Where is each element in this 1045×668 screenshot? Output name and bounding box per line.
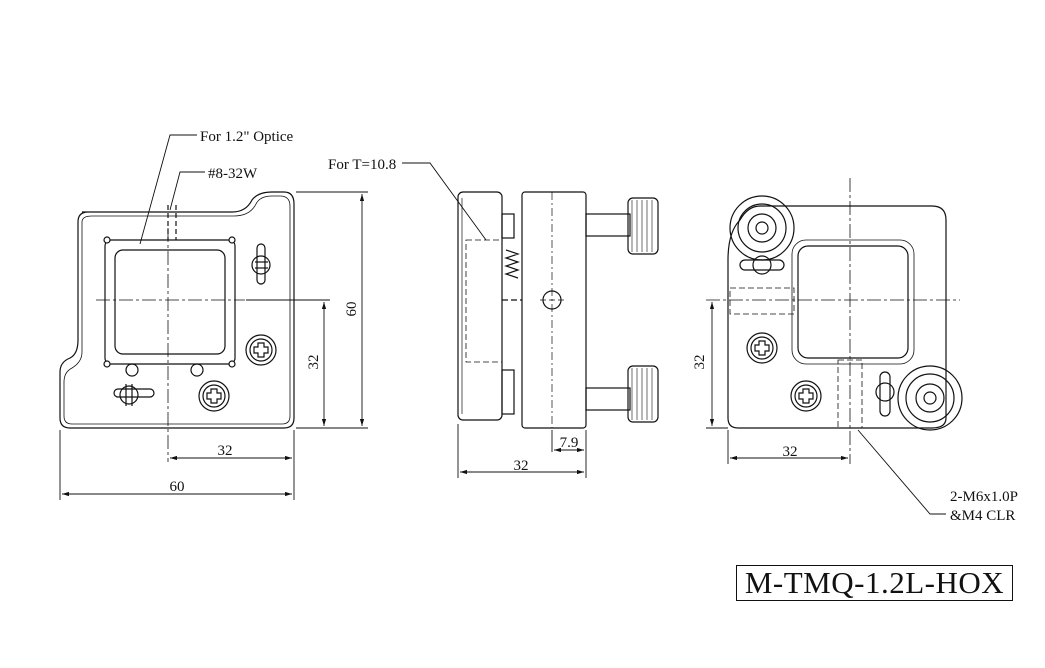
optic-frame: [104, 239, 236, 365]
spring: [504, 249, 520, 279]
label-tap-line1: 2-M6x1.0P: [950, 489, 1018, 505]
adjust-screw-bottom: [119, 385, 139, 405]
back-view: [706, 178, 963, 464]
label-screw: #8-32W: [208, 166, 258, 182]
dim-back-center-h: 32: [783, 444, 798, 460]
side-back-plate: [521, 191, 587, 429]
dim-front-center-v: 32: [306, 355, 322, 370]
side-view: [457, 191, 659, 429]
side-front-plate: [457, 191, 503, 421]
back-knob-bottom: [897, 365, 963, 431]
knob-top: [627, 197, 659, 255]
dim-front-center-h: 32: [218, 443, 233, 459]
dim-front-height: 60: [344, 302, 360, 317]
part-number: M-TMQ-1.2L-HOX: [736, 565, 1013, 601]
side-dimensions: [402, 162, 587, 478]
label-optic: For 1.2" Optice: [200, 129, 294, 145]
label-thickness: For T=10.8: [328, 157, 396, 173]
dim-side-offset: 7.9: [560, 435, 579, 451]
adjust-screw-top: [251, 255, 271, 275]
front-view: [59, 191, 295, 462]
dim-front-width: 60: [170, 479, 185, 495]
back-dimensions: [706, 302, 946, 515]
dim-side-depth: 32: [514, 458, 529, 474]
front-outline: [59, 191, 295, 429]
dim-back-center-v: 32: [692, 355, 708, 370]
mount-screw-right: [245, 334, 277, 366]
label-tap-line2: &M4 CLR: [950, 508, 1015, 524]
knob-bottom: [627, 365, 659, 423]
mount-screw-bottom: [198, 380, 230, 412]
back-outline: [727, 205, 947, 429]
front-dimensions: [59, 134, 368, 500]
